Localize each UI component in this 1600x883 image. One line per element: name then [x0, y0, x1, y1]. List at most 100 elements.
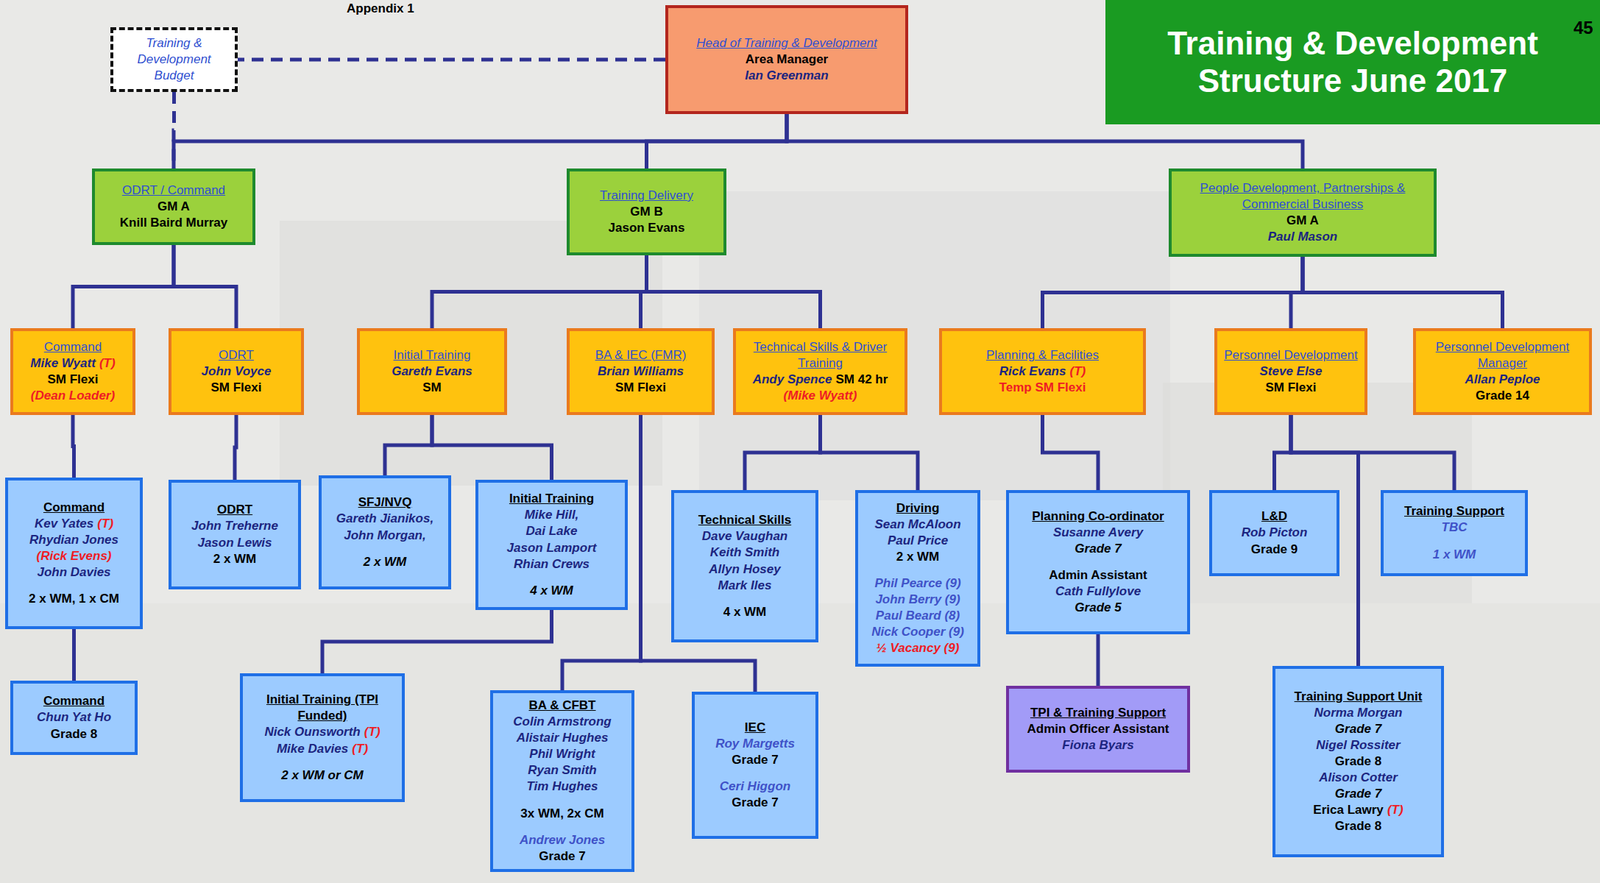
box-text: Rhian Crews — [513, 557, 590, 572]
team-box: Training Support UnitNorma MorganGrade 7… — [1272, 666, 1444, 858]
text-line: John Treherne — [191, 518, 279, 535]
text-line: Grade 8 — [1335, 753, 1382, 770]
text-line: Grade 7 — [731, 752, 778, 769]
box-text: 2 x WM, 1 x CM — [28, 591, 120, 606]
text-line: Grade 14 — [1475, 387, 1530, 405]
box-text: Steve Else — [1259, 364, 1322, 379]
text-line: Paul Mason — [1268, 228, 1338, 246]
text-line: Initial Training — [393, 347, 472, 364]
connector — [384, 415, 433, 476]
text-line: People Development, Partnerships & Comme… — [1178, 180, 1428, 213]
box-text: ½ Vacancy (9) — [876, 641, 960, 656]
text-line: SM Flexi — [211, 379, 263, 396]
text-line: Allyn Hosey — [708, 561, 781, 578]
text-line: Jason Evans — [608, 220, 686, 237]
text-line: Command — [43, 499, 105, 516]
connector — [820, 415, 919, 491]
box-text: Norma Morgan — [1314, 705, 1403, 720]
box-text: Susanne Avery — [1053, 525, 1143, 540]
box-text: Nick Cooper (9) — [871, 624, 965, 639]
text-line: SM Flexi — [615, 379, 667, 396]
text-line: Grade 8 — [50, 726, 98, 743]
text-line: Personnel Development Manager — [1422, 339, 1583, 372]
box-text: John Voyce — [201, 364, 272, 379]
box-text: Admin Assistant — [1048, 568, 1148, 583]
box-text: Kev Yates — [34, 516, 94, 531]
text-line: Rick Evans(T) — [999, 363, 1087, 380]
box-text: BA & CFBT — [529, 698, 597, 713]
text-line: Grade 9 — [1251, 541, 1298, 558]
page-label: Appendix 1 — [346, 1, 415, 17]
box-text: 2 x WM or CM — [281, 768, 363, 783]
text-line: Grade 7 — [731, 794, 778, 812]
box-text: (Dean Loader) — [30, 388, 115, 403]
text-line: Training Support — [1404, 503, 1505, 520]
text-line: Grade 7 — [1074, 540, 1121, 558]
text-line: Nick Ounsworth(T) — [264, 724, 380, 741]
team-box: DrivingSean McAloonPaul Price2 x WMPhil … — [855, 490, 981, 667]
box-text: Grade 7 — [538, 849, 586, 864]
box-text: 4 x WM — [723, 604, 767, 619]
team-box: CommandKev Yates(T)Rhydian Jones(Rick Ev… — [5, 477, 143, 630]
box-text: John Treherne — [191, 518, 279, 533]
box-text: (T) — [351, 741, 368, 756]
text-line: Admin Officer Assistant — [1026, 721, 1169, 738]
manager-box: People Development, Partnerships & Comme… — [1168, 168, 1437, 257]
text-line: Roy Margetts — [715, 735, 795, 753]
box-text: Temp SM Flexi — [999, 380, 1087, 395]
box-text: 4 x WM — [529, 583, 574, 598]
text-line: Jason Lamport — [507, 540, 597, 557]
box-text: Paul Mason — [1268, 229, 1338, 244]
box-text: Allan Peploe — [1464, 372, 1540, 387]
chart-title: Training & Development Structure June 20… — [1131, 25, 1574, 100]
connector — [234, 415, 237, 480]
box-text: Grade 8 — [50, 727, 98, 742]
box-text: ODRT — [217, 502, 253, 517]
box-text: Colin Armstrong — [512, 714, 611, 729]
manager-box: Training DeliveryGM BJason Evans — [566, 168, 727, 256]
section-box: Technical Skills & Driver TrainingAndy S… — [733, 328, 908, 416]
text-line: Andrew Jones — [519, 832, 605, 849]
box-text: Alistair Hughes — [516, 730, 609, 745]
text-line: Grade 5 — [1074, 599, 1121, 617]
box-text: (T) — [1070, 364, 1087, 379]
text-line: 4 x WM — [529, 582, 574, 600]
text-line: GM B — [629, 203, 663, 221]
box-text: 1 x WM — [1432, 547, 1477, 562]
text-line: Rob Picton — [1241, 524, 1308, 541]
box-text: Nigel Rossiter — [1315, 738, 1400, 753]
box-text: Command — [43, 694, 105, 709]
box-text: Phil Pearce (9) — [874, 576, 961, 591]
box-text: Driving — [896, 501, 940, 516]
text-line: ½ Vacancy (9) — [876, 640, 960, 657]
text-line: Initial Training (TPI Funded) — [249, 691, 396, 725]
text-line: Keith Smith — [710, 544, 780, 561]
box-text: Grade 14 — [1475, 388, 1530, 403]
connector — [1042, 415, 1099, 491]
text-line: Gareth Jianikos, — [336, 510, 434, 527]
text-line: Sean McAloon — [874, 516, 961, 533]
box-text: (Rick Evens) — [36, 549, 112, 564]
text-line: Brian Williams — [597, 363, 684, 380]
text-line: Planning & Facilities — [986, 347, 1099, 364]
text-line: Initial Training — [509, 490, 594, 508]
text-line: BA & CFBT — [529, 697, 597, 714]
text-line: Admin Assistant — [1048, 567, 1148, 584]
text-line: ODRT — [217, 501, 253, 519]
text-line: SM — [422, 379, 442, 396]
text-line: Mark Iles — [718, 577, 773, 594]
box-text: Technical Skills & Driver Training — [753, 340, 887, 371]
box-text: Erica Lawry — [1312, 802, 1383, 817]
box-text: SM Flexi — [1265, 380, 1317, 395]
text-line: Ryan Smith — [527, 762, 597, 779]
box-text: (T) — [364, 724, 381, 739]
box-text: Initial Training — [393, 348, 472, 363]
team-box: Initial Training (TPI Funded)Nick Ounswo… — [239, 673, 405, 803]
box-text: Training Support — [1404, 504, 1505, 519]
box-text: SM Flexi — [47, 372, 99, 387]
box-text: Jason Lamport — [507, 540, 597, 555]
text-line: Ian Greenman — [744, 67, 828, 84]
text-line: Steve Else — [1259, 363, 1322, 380]
text-line: Training Support Unit — [1294, 688, 1423, 706]
text-line: GM A — [1286, 212, 1319, 229]
